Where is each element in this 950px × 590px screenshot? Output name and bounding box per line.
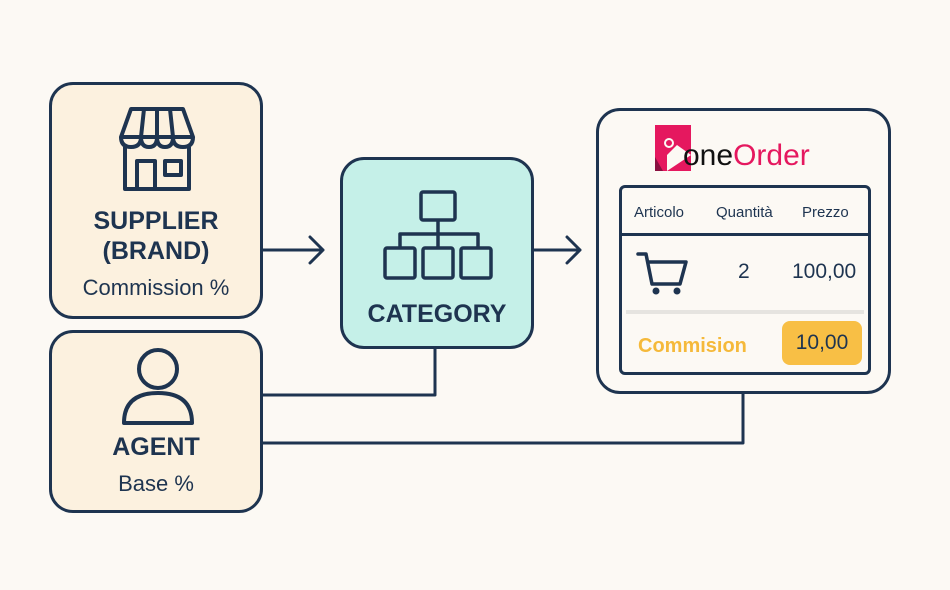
logo-house-icon [655, 125, 691, 171]
category-box: CATEGORY [340, 157, 534, 349]
row-quantity: 2 [738, 260, 750, 283]
commission-value: 10,00 [782, 321, 862, 365]
supplier-subtitle: Commission % [82, 275, 230, 300]
agent-box: AGENT Base % [49, 330, 263, 513]
column-header-quantita: Quantità [716, 204, 773, 221]
line-agent-to-order [261, 392, 745, 445]
column-header-articolo: Articolo [634, 204, 685, 221]
row-divider [626, 310, 864, 314]
agent-title: AGENT [112, 433, 200, 461]
arrow-supplier-to-category [261, 235, 325, 265]
supplier-box: SUPPLIER (BRAND) Commission % [49, 82, 263, 319]
user-icon [122, 348, 194, 425]
column-header-prezzo: Prezzo [802, 204, 849, 221]
supplier-title-line2: (BRAND) [102, 237, 210, 265]
supplier-title-line1: SUPPLIER [93, 207, 219, 235]
arrow-category-to-order [532, 235, 582, 265]
order-box: one Order Articolo Quantità Prezzo 2 100… [596, 108, 891, 394]
order-table: Articolo Quantità Prezzo 2 100,00 Commis… [619, 185, 871, 375]
store-icon [119, 107, 195, 191]
agent-subtitle: Base % [118, 471, 194, 496]
logo-text-one: one [683, 139, 734, 172]
row-price: 100,00 [792, 260, 857, 283]
hierarchy-icon [383, 190, 493, 280]
category-title: CATEGORY [367, 300, 507, 328]
line-agent-to-category [261, 347, 437, 397]
logo-text-order: Order [733, 139, 810, 172]
table-header: Articolo Quantità Prezzo [622, 188, 868, 236]
commission-label: Commision [638, 335, 747, 357]
cart-icon [636, 252, 688, 295]
table-row: 2 100,00 [622, 236, 868, 310]
oneorder-logo: one Order [655, 125, 810, 171]
